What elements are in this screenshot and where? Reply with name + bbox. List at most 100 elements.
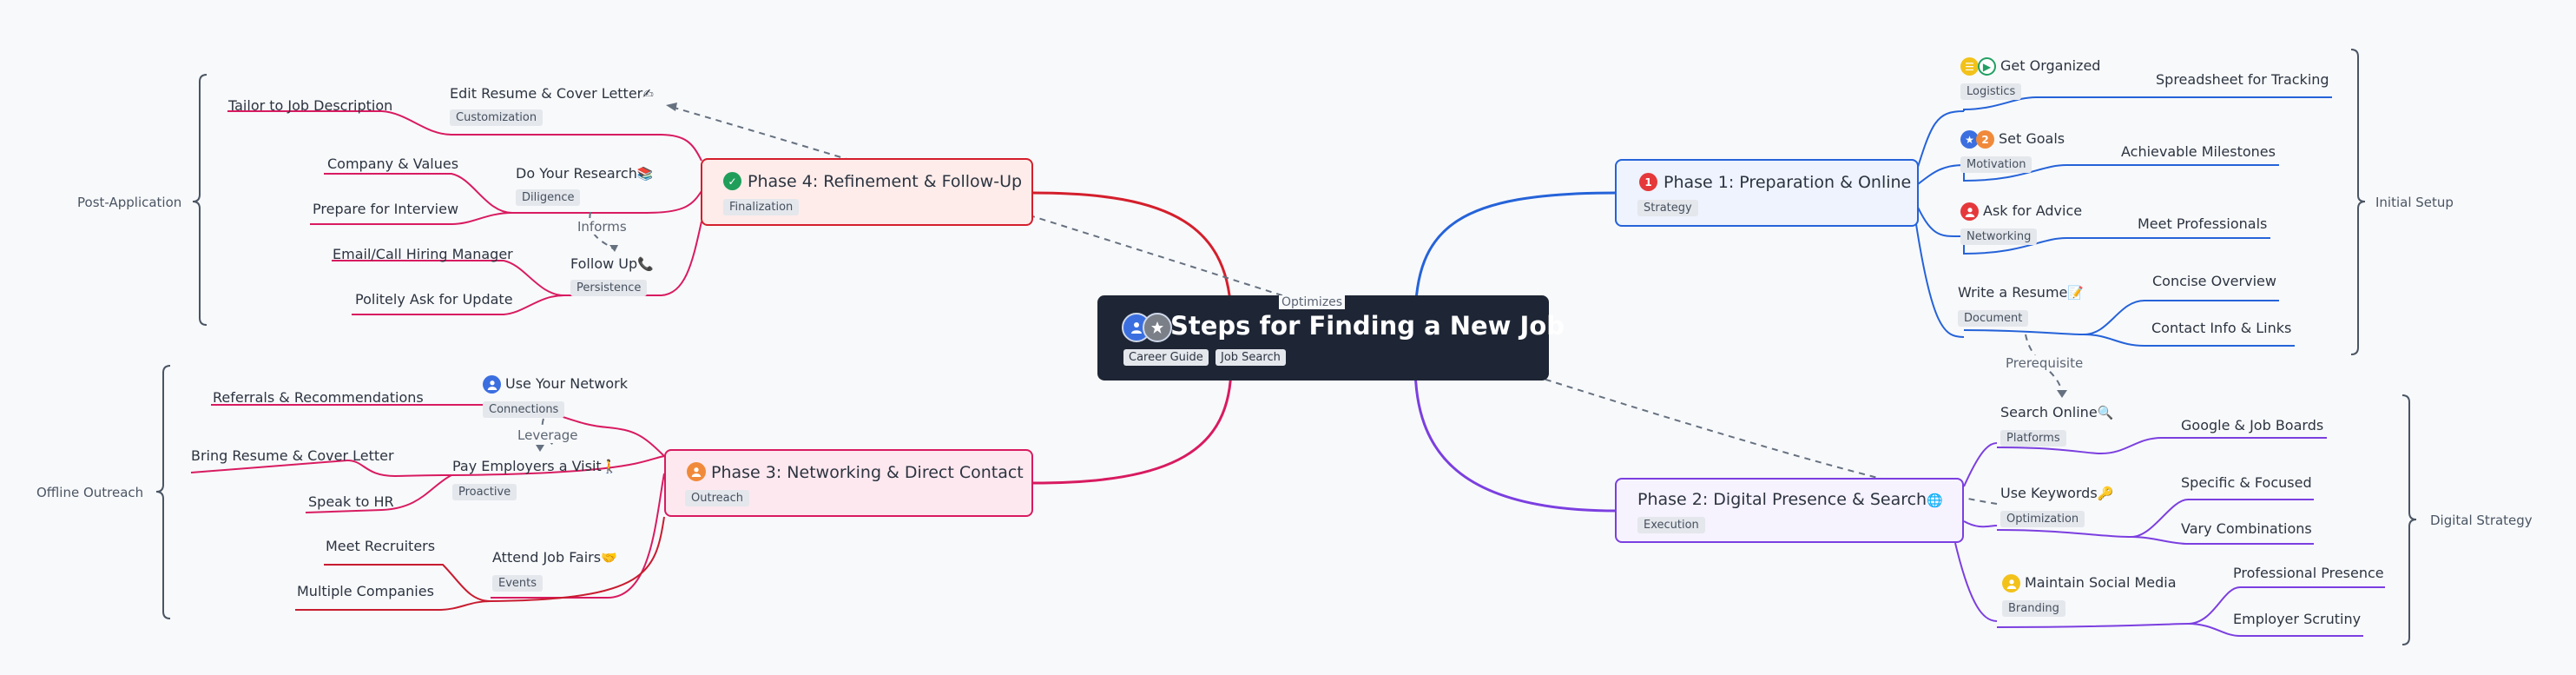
leaf-multiple-companies[interactable]: Multiple Companies bbox=[297, 583, 434, 599]
leaf-prepare-interview[interactable]: Prepare for Interview bbox=[313, 201, 459, 217]
link-root-p2 bbox=[1413, 364, 1617, 513]
topic-label: Pay Employers a Visit bbox=[452, 458, 602, 474]
phase3-node[interactable]: Phase 3: Networking & Direct Contact Out… bbox=[664, 449, 1033, 517]
leaf-meet-recruiters[interactable]: Meet Recruiters bbox=[326, 538, 436, 554]
topic-label: Follow Up bbox=[570, 255, 638, 272]
play-icon: ▶ bbox=[1978, 57, 1996, 76]
relation-label-leverage: Leverage bbox=[515, 427, 581, 443]
leaf-tailor[interactable]: Tailor to Job Description bbox=[228, 97, 393, 114]
leaf-vary[interactable]: Vary Combinations bbox=[2181, 520, 2312, 537]
link-root-p3 bbox=[1032, 364, 1233, 485]
leaf-google[interactable]: Google & Job Boards bbox=[2181, 417, 2324, 433]
phase3-lower-branches bbox=[295, 516, 665, 611]
star-icon: ★ bbox=[1960, 130, 1979, 149]
writing-hand-icon: ✍ bbox=[642, 86, 654, 102]
leaf-referrals[interactable]: Referrals & Recommendations bbox=[213, 389, 424, 406]
root-node[interactable]: Steps for Finding a New Job Career Guide… bbox=[1097, 295, 1565, 381]
topic-tag: Diligence bbox=[516, 189, 581, 206]
phase2-node[interactable]: Phase 2: Digital Presence & Search🌐 Exec… bbox=[1615, 478, 1964, 543]
relation-arrowheads bbox=[536, 103, 2067, 452]
topic-tag: Proactive bbox=[452, 484, 517, 500]
link-root-p4 bbox=[1032, 191, 1233, 322]
phase1-branches bbox=[1914, 96, 2332, 347]
topic-label: Write a Resume bbox=[1958, 284, 2068, 301]
topic-label: Use Your Network bbox=[505, 375, 629, 392]
phase2-title: Phase 2: Digital Presence & Search bbox=[1637, 490, 1927, 509]
star-icon bbox=[1143, 313, 1172, 342]
relation-label-informs: Informs bbox=[575, 219, 629, 235]
globe-icon: 🌐 bbox=[1927, 493, 1943, 508]
leaf-professional-presence[interactable]: Professional Presence bbox=[2233, 565, 2384, 581]
phase4-title: Phase 4: Refinement & Follow-Up bbox=[748, 172, 1023, 191]
phase3-branches bbox=[190, 404, 665, 599]
phase3-title: Phase 3: Networking & Direct Contact bbox=[711, 463, 1024, 482]
handshake-icon: 🤝 bbox=[601, 550, 617, 566]
user-icon bbox=[2002, 574, 2020, 592]
magnifier-icon: 🔍 bbox=[2097, 405, 2114, 420]
topic-label: Do Your Research bbox=[516, 165, 637, 182]
leaf-bring-resume[interactable]: Bring Resume & Cover Letter bbox=[191, 447, 394, 464]
group-brackets bbox=[155, 49, 2417, 645]
topic-tag: Platforms bbox=[2000, 430, 2066, 447]
link-root-p1 bbox=[1413, 191, 1617, 322]
topic-label: Edit Resume & Cover Letter bbox=[450, 85, 643, 102]
list-icon: ☰ bbox=[1960, 57, 1979, 76]
books-icon: 📚 bbox=[636, 166, 654, 182]
leaf-concise[interactable]: Concise Overview bbox=[2152, 273, 2276, 289]
topic-tag: Events bbox=[492, 575, 544, 592]
root-tag-career-guide: Career Guide bbox=[1123, 349, 1209, 366]
topic-label: Get Organized bbox=[2000, 57, 2101, 74]
user-icon bbox=[483, 375, 501, 394]
leaf-company-values[interactable]: Company & Values bbox=[327, 156, 459, 172]
telephone-icon: 📞 bbox=[637, 256, 654, 272]
leaf-spreadsheet[interactable]: Spreadsheet for Tracking bbox=[2156, 71, 2329, 88]
leaf-email-call[interactable]: Email/Call Hiring Manager bbox=[333, 246, 513, 262]
topic-tag: Persistence bbox=[570, 280, 648, 296]
topic-tag: Connections bbox=[483, 401, 565, 418]
number-badge: 2 bbox=[1976, 130, 1994, 149]
relation-label-optimizes: Optimizes bbox=[1279, 295, 1346, 309]
leaf-speak-hr[interactable]: Speak to HR bbox=[308, 493, 394, 510]
leaf-specific[interactable]: Specific & Focused bbox=[2181, 474, 2312, 491]
relation-label-prerequisite: Prerequisite bbox=[2003, 355, 2086, 371]
group-digital-strategy: Digital Strategy bbox=[2430, 513, 2533, 528]
phase1-node[interactable]: 1 Phase 1: Preparation & Online Strategy bbox=[1615, 159, 1919, 227]
group-initial-setup: Initial Setup bbox=[2375, 195, 2454, 210]
phase4-branches bbox=[227, 110, 702, 315]
walking-icon: 🚶 bbox=[601, 459, 618, 474]
topic-label: Search Online bbox=[2000, 404, 2098, 420]
phase2-branches bbox=[1954, 437, 2385, 637]
phase1-tag: Strategy bbox=[1637, 200, 1698, 216]
leaf-contact-info[interactable]: Contact Info & Links bbox=[2151, 320, 2292, 336]
root-tag-job-search: Job Search bbox=[1216, 349, 1286, 366]
phase2-tag: Execution bbox=[1637, 517, 1705, 533]
check-icon: ✓ bbox=[723, 172, 741, 190]
leaf-professionals[interactable]: Meet Professionals bbox=[2138, 215, 2268, 232]
topic-tag: Document bbox=[1958, 310, 2029, 327]
phase1-number-badge: 1 bbox=[1639, 173, 1657, 191]
key-icon: 🔑 bbox=[2097, 486, 2114, 501]
leaf-milestones[interactable]: Achievable Milestones bbox=[2121, 143, 2276, 160]
topic-tag: Logistics bbox=[1960, 83, 2022, 100]
memo-icon: 📝 bbox=[2067, 285, 2085, 301]
phase1-title: Phase 1: Preparation & Online bbox=[1664, 173, 1912, 192]
root-title: Steps for Finding a New Job bbox=[1170, 311, 1565, 341]
topic-tag: Networking bbox=[1960, 228, 2038, 245]
leaf-politely-ask[interactable]: Politely Ask for Update bbox=[355, 291, 513, 308]
topic-label: Attend Job Fairs bbox=[492, 549, 602, 566]
leaf-employer-scrutiny[interactable]: Employer Scrutiny bbox=[2233, 611, 2362, 627]
topic-label: Ask for Advice bbox=[1983, 202, 2083, 219]
group-offline-outreach: Offline Outreach bbox=[36, 485, 144, 500]
phase3-tag: Outreach bbox=[685, 490, 749, 506]
user-icon bbox=[687, 462, 706, 481]
topic-tag: Motivation bbox=[1960, 156, 2032, 173]
topic-label: Set Goals bbox=[1999, 130, 2065, 147]
topic-tag: Optimization bbox=[2000, 511, 2085, 527]
topic-tag: Customization bbox=[450, 109, 544, 126]
topic-label: Use Keywords bbox=[2000, 485, 2098, 501]
user-icon bbox=[1960, 202, 1979, 221]
topic-label: Maintain Social Media bbox=[2025, 574, 2177, 591]
phase4-node[interactable]: ✓ Phase 4: Refinement & Follow-Up Finali… bbox=[701, 158, 1033, 226]
topic-tag: Branding bbox=[2002, 600, 2065, 617]
